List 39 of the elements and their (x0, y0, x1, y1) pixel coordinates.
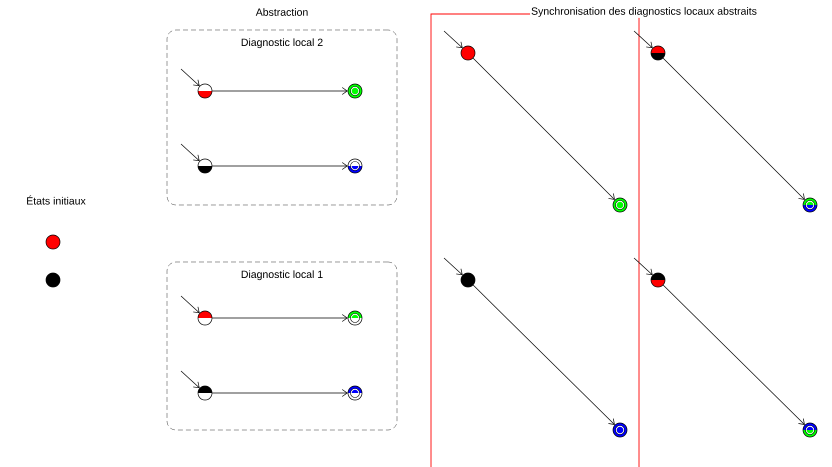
initial-arrow (444, 30, 463, 48)
state-circle (650, 272, 666, 288)
arrow (472, 284, 615, 425)
diagnostic-box: Diagnostic local 2 (166, 30, 398, 206)
state-circle (198, 84, 212, 98)
initial-arrow (180, 370, 200, 388)
state-circle (460, 46, 476, 60)
state-circle (348, 84, 362, 98)
state-circle (198, 158, 212, 174)
state-circle (612, 198, 628, 212)
state-circle (46, 234, 60, 250)
state-circle (612, 422, 628, 438)
state-circle (348, 158, 362, 174)
initial-arrow (634, 258, 653, 276)
initial-arrow (180, 68, 200, 86)
initial-arrow (180, 144, 200, 162)
arrow (662, 58, 805, 200)
section-heading: Synchronisation des diagnostics locaux abstraits (530, 6, 758, 18)
arrow (212, 87, 348, 95)
arrow (472, 58, 615, 200)
state-circle (348, 386, 362, 400)
state-circle (802, 422, 818, 438)
initial-arrow (634, 30, 653, 48)
state-circle (460, 272, 476, 288)
initial-arrow (444, 258, 463, 276)
diagnostic-box: Diagnostic local 1 (166, 262, 398, 430)
arrow (212, 314, 348, 322)
state-circle (348, 310, 362, 326)
section-heading: Abstraction (254, 7, 310, 17)
state-circle (198, 386, 212, 400)
state-circle (198, 310, 212, 326)
state-circle (650, 46, 666, 60)
section-heading: États initiaux (25, 194, 87, 206)
state-circle (46, 272, 60, 288)
initial-arrow (180, 296, 200, 314)
arrow (662, 284, 805, 425)
state-circle (802, 198, 818, 212)
arrow (212, 162, 348, 170)
arrow (212, 389, 348, 397)
